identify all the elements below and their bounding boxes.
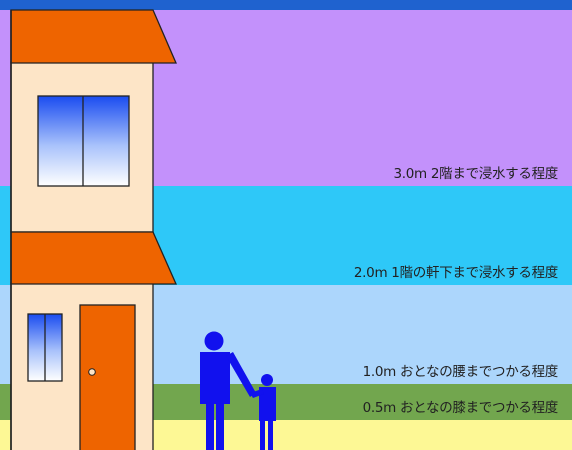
lower-window xyxy=(27,313,63,382)
label-1m: 1.0m おとなの腰までつかる程度 xyxy=(362,364,559,380)
upper-window xyxy=(37,95,130,187)
label-3m: 3.0m 2階まで浸水する程度 xyxy=(393,166,558,182)
label-2m: 2.0m 1階の軒下まで浸水する程度 xyxy=(353,265,558,281)
door xyxy=(79,304,136,450)
top-border xyxy=(0,0,572,10)
adult-figure xyxy=(200,331,256,450)
child-figure xyxy=(250,374,276,450)
label-05m: 0.5m おとなの膝までつかる程度 xyxy=(362,400,559,416)
